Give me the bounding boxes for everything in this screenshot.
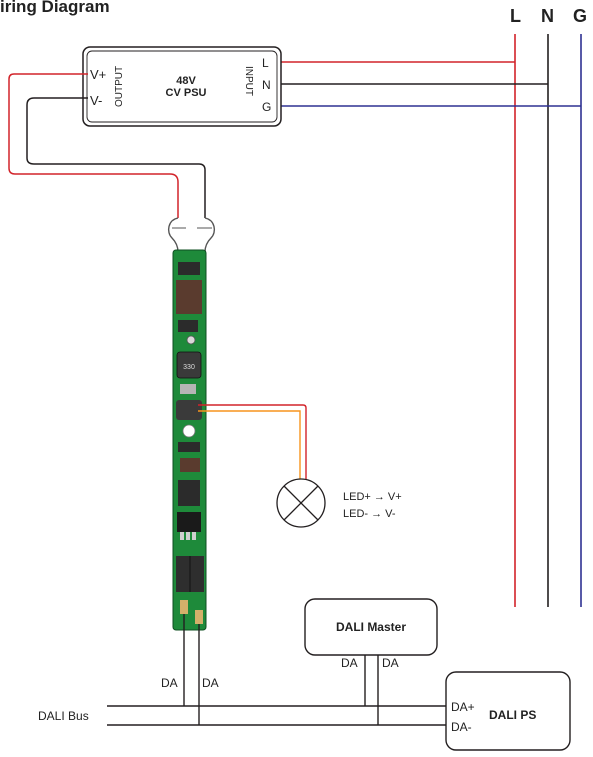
led-lamp-icon bbox=[276, 478, 326, 528]
mains-label-n: N bbox=[541, 6, 554, 26]
dali-ps-label: DALI PS bbox=[489, 708, 536, 722]
psu-terminal-g: G bbox=[262, 100, 271, 114]
dali-master-da-label-1: DA bbox=[341, 656, 358, 670]
led-driver-pcb: 330 bbox=[172, 249, 207, 631]
driver-da-label-2: DA bbox=[202, 676, 219, 690]
psu-terminal-vplus: V+ bbox=[90, 67, 106, 82]
dali-master-da-label-2: DA bbox=[382, 656, 399, 670]
dali-bus-label: DALI Bus bbox=[38, 709, 89, 723]
dali-ps-da-minus: DA- bbox=[451, 720, 472, 734]
dali-master-box bbox=[304, 598, 438, 656]
psu-box bbox=[82, 46, 282, 127]
dali-ps-da-plus: DA+ bbox=[451, 700, 475, 714]
svg-text:330: 330 bbox=[183, 364, 195, 371]
driver-input-clamp bbox=[167, 217, 216, 253]
psu-type: CV PSU bbox=[166, 87, 207, 99]
led-wire-plus bbox=[198, 404, 307, 481]
output-wire-vplus bbox=[8, 73, 179, 218]
led-wire-minus bbox=[198, 410, 301, 481]
led-minus-note: LED- → V- bbox=[343, 508, 396, 520]
psu-terminal-vminus: V- bbox=[90, 93, 102, 108]
psu-output-label: OUTPUT bbox=[114, 66, 125, 107]
mains-label-l: L bbox=[510, 6, 521, 26]
psu-rating: 48V bbox=[176, 75, 196, 87]
psu-input-label: INPUT bbox=[243, 66, 254, 96]
diagram-title: iring Diagram bbox=[0, 0, 110, 16]
driver-da-label-1: DA bbox=[161, 676, 178, 690]
dali-ps-box bbox=[445, 671, 571, 751]
mains-label-g: G bbox=[573, 6, 587, 26]
dali-master-label: DALI Master bbox=[336, 620, 406, 634]
output-wire-vminus bbox=[26, 97, 206, 218]
led-plus-note: LED+ → V+ bbox=[343, 491, 402, 503]
psu-terminal-l: L bbox=[262, 56, 269, 70]
psu-terminal-n: N bbox=[262, 78, 271, 92]
